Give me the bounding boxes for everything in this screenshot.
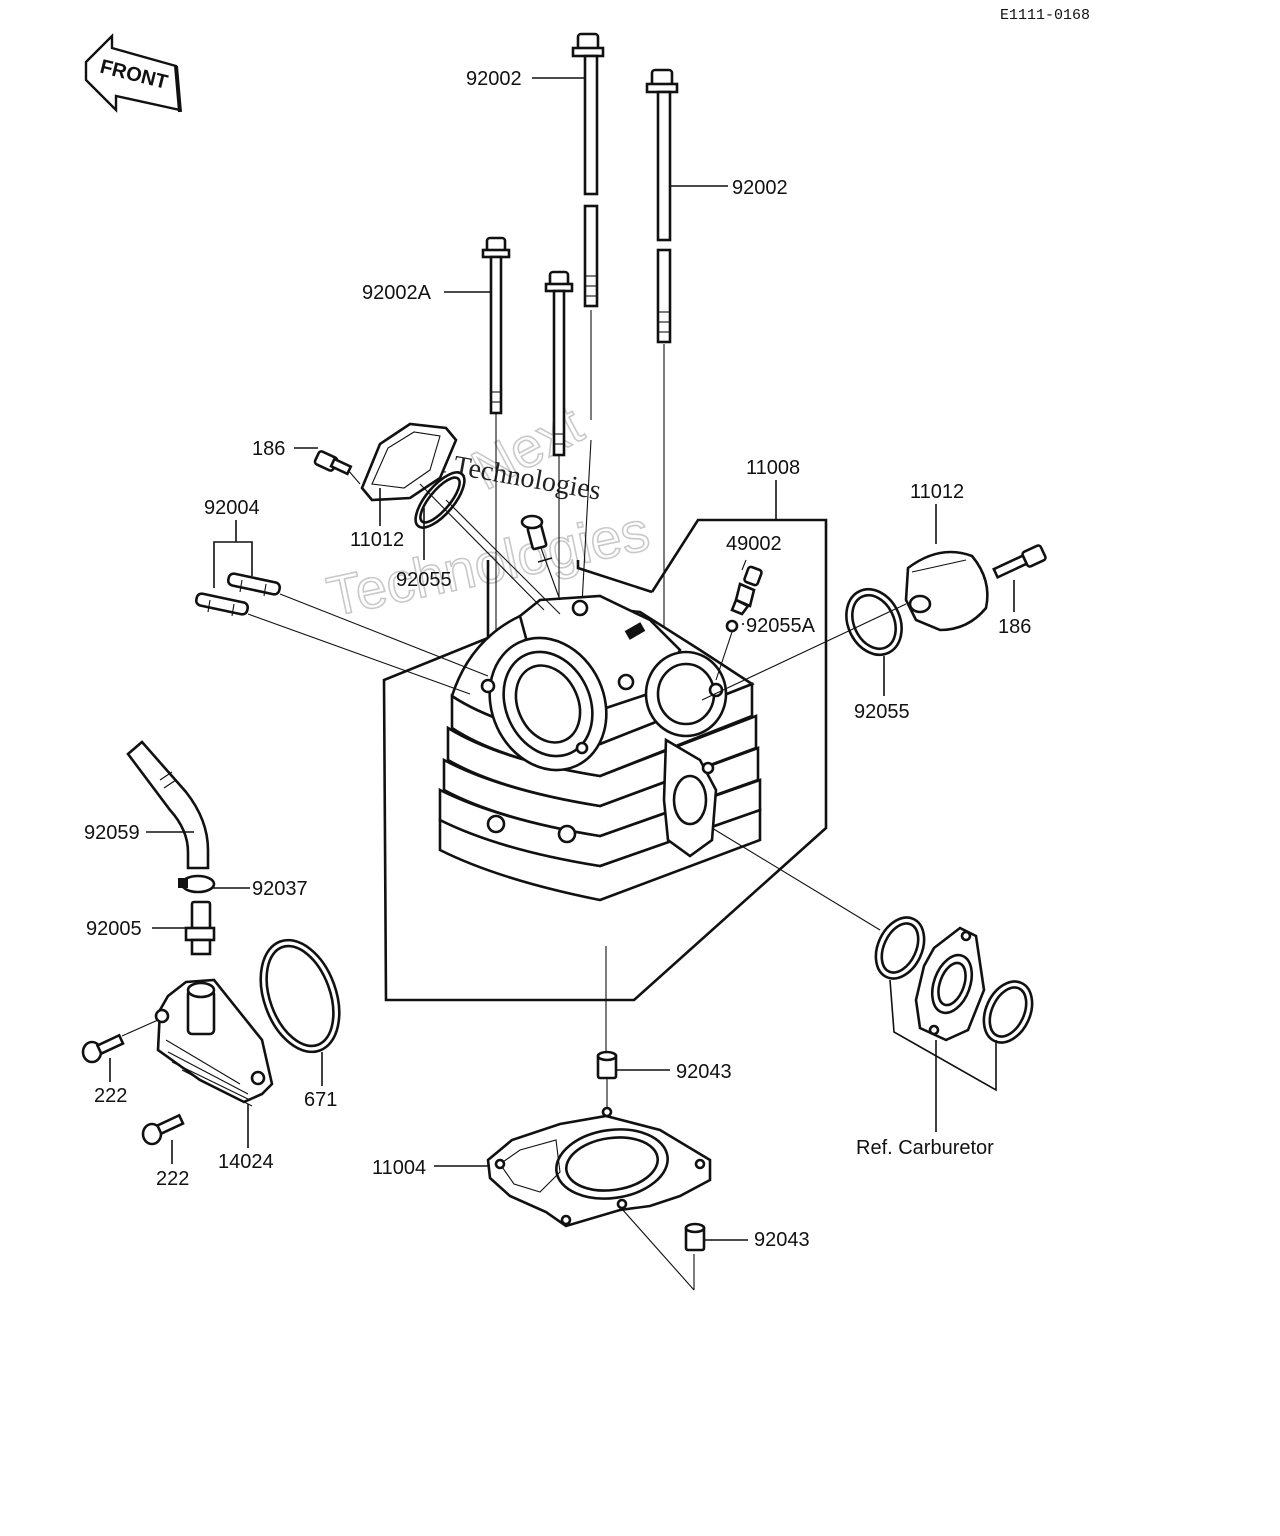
label-oring-right: 92055 xyxy=(854,701,910,723)
label-hose: 92059 xyxy=(84,822,140,844)
label-dowel-upper: 92043 xyxy=(676,1061,732,1083)
bolt-short-right xyxy=(544,270,574,457)
carburetor-joint xyxy=(711,827,1034,1132)
fitting xyxy=(184,900,216,956)
label-bolt-cap-right: 186 xyxy=(998,616,1031,638)
cylinder-head xyxy=(438,594,762,902)
front-arrow-icon: FRONT xyxy=(84,33,182,113)
label-spark-plug: 49002 xyxy=(726,533,782,555)
label-bolt-long-right: 92002 xyxy=(732,177,788,199)
cap-right-assembly xyxy=(701,544,1047,701)
label-cap-left: 11012 xyxy=(350,529,404,551)
hose-clamp xyxy=(178,874,216,894)
bolt-long-left xyxy=(571,32,605,308)
cap-left-assembly xyxy=(313,422,561,615)
label-cover: 14024 xyxy=(218,1151,274,1173)
head-gasket xyxy=(486,1106,712,1228)
screw-upper xyxy=(81,1019,159,1064)
screw-lower xyxy=(141,1113,185,1146)
label-oring-cover: 671 xyxy=(304,1089,337,1111)
head-assembly-outline xyxy=(382,518,828,1002)
label-screw-lower: 222 xyxy=(156,1168,189,1190)
dowel-lower xyxy=(613,1199,706,1291)
label-leaders xyxy=(109,77,1015,1241)
label-ref-carburetor: Ref. Carburetor xyxy=(856,1137,994,1159)
part-labels: 92002 92002 92002A 186 11012 92055 92004… xyxy=(84,68,1031,1251)
cover-assembly xyxy=(154,938,341,1107)
label-dowel-lower: 92043 xyxy=(754,1229,810,1251)
label-washer-plug: 92055A xyxy=(746,615,816,637)
spark-plug xyxy=(715,559,763,681)
stud-pair xyxy=(194,520,489,695)
label-gasket: 11004 xyxy=(372,1157,426,1179)
label-bolt-short: 92002A xyxy=(362,282,432,304)
head-assembly-inner xyxy=(576,560,653,594)
label-cap-right: 11012 xyxy=(910,481,964,503)
label-head-assy: 11008 xyxy=(746,457,800,479)
label-bolt-cap-left: 186 xyxy=(252,438,285,460)
diagram-code: E1111-0168 xyxy=(1000,7,1090,24)
label-clamp: 92037 xyxy=(252,878,308,900)
breather-hose xyxy=(126,740,210,870)
label-stud: 92004 xyxy=(204,497,260,519)
label-fitting: 92005 xyxy=(86,918,142,940)
label-bolt-long-left: 92002 xyxy=(466,68,522,90)
bolt-long-right xyxy=(645,68,679,344)
label-screw-upper: 222 xyxy=(94,1085,127,1107)
bolt-short-left xyxy=(481,236,511,415)
label-oring-left: 92055 xyxy=(396,569,452,591)
dowel-upper xyxy=(596,946,618,1110)
